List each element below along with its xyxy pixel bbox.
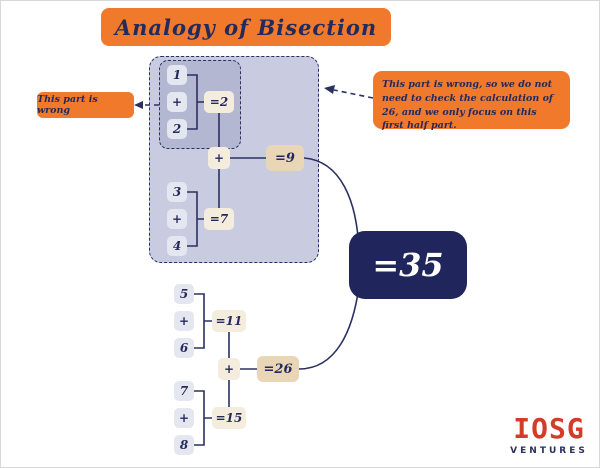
node-6: 6 xyxy=(174,338,194,358)
annotation-wrong-part: This part is wrong xyxy=(37,92,134,118)
logo-sub-text: VENTURES xyxy=(510,446,588,456)
curve-26-to-35 xyxy=(298,285,360,370)
annotation-focus-first-half: This part is wrong, so we do not need to… xyxy=(373,71,570,131)
plus-icon-bottom-combine: + xyxy=(218,358,240,380)
plus-icon-top-combine: + xyxy=(208,147,230,169)
node-5: 5 xyxy=(174,284,194,304)
node-7: 7 xyxy=(174,381,194,401)
result-11: =11 xyxy=(212,310,246,332)
total-result-box: =35 xyxy=(349,231,467,299)
node-1: 1 xyxy=(167,65,187,85)
bracket-5-6 xyxy=(194,293,212,349)
plus-icon-bottom-1: + xyxy=(174,311,194,331)
logo-brand-text: IOSG xyxy=(513,412,585,445)
node-3: 3 xyxy=(167,182,187,202)
arrowhead-left-icon xyxy=(134,101,143,109)
result-9: =9 xyxy=(266,145,304,171)
node-8: 8 xyxy=(174,435,194,455)
dashed-line-right-annotation xyxy=(333,89,374,99)
result-2: =2 xyxy=(204,91,234,113)
iosg-ventures-logo: IOSG VENTURES xyxy=(506,412,592,457)
result-15: =15 xyxy=(212,407,246,429)
plus-icon-top-1: + xyxy=(167,92,187,112)
result-26: =26 xyxy=(257,356,299,382)
page-title: Analogy of Bisection xyxy=(101,8,391,46)
bracket-7-8 xyxy=(194,390,212,446)
plus-icon-top-2: + xyxy=(167,209,187,229)
plus-icon-bottom-2: + xyxy=(174,408,194,428)
node-2: 2 xyxy=(167,119,187,139)
arrowhead-right-icon xyxy=(324,85,335,94)
node-4: 4 xyxy=(167,236,187,256)
result-7: =7 xyxy=(204,208,234,230)
